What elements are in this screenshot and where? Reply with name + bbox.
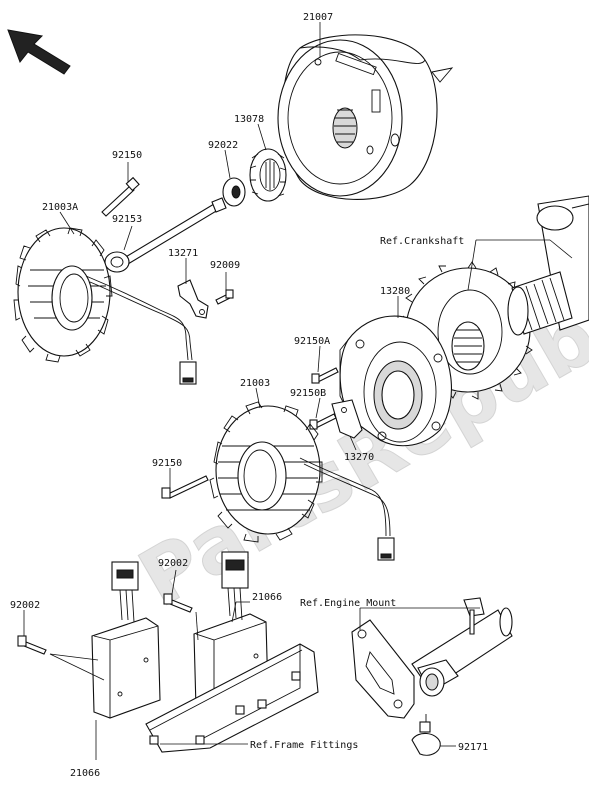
callout-21066-top: 21066	[252, 592, 282, 603]
flywheel-rotor	[277, 34, 454, 200]
callout-21003A: 21003A	[42, 202, 78, 213]
engine-mount-bracket	[351, 619, 415, 719]
callout-13280: 13280	[380, 286, 410, 297]
stator-21003A	[13, 227, 113, 363]
regulator-left	[91, 561, 161, 719]
stator-21003-wire	[299, 457, 395, 561]
bolt-92009	[215, 289, 234, 305]
callout-92002-mid: 92002	[158, 558, 188, 569]
callout-13078: 13078	[234, 114, 264, 125]
callout-92171: 92171	[458, 742, 488, 753]
bolt-92002-mid	[163, 593, 193, 613]
callout-92150B: 92150B	[290, 388, 326, 399]
callout-21007: 21007	[303, 12, 333, 23]
hose-clamp-92171	[411, 714, 441, 756]
stator-21003	[209, 401, 323, 543]
callout-92150-top: 92150	[112, 150, 142, 161]
callout-92002-left: 92002	[10, 600, 40, 611]
bolt-92150-mid	[161, 475, 209, 499]
crankcase-cover-13280	[339, 315, 452, 447]
rotor-hub	[332, 107, 358, 149]
mount-bushing	[417, 659, 459, 697]
callout-92150A: 92150A	[294, 336, 330, 347]
long-bolt	[104, 197, 227, 273]
callout-ref-frame-fittings: Ref.Frame Fittings	[250, 740, 358, 751]
callout-21066-bottom: 21066	[70, 768, 100, 779]
callout-92009: 92009	[210, 260, 240, 271]
bolt-92150-top	[101, 176, 140, 217]
bolt-92150A	[311, 367, 339, 384]
pickup-bracket	[177, 279, 209, 319]
sensor-plate-13270	[331, 399, 363, 439]
callout-13270: 13270	[344, 452, 374, 463]
callout-92150-mid: 92150	[152, 458, 182, 469]
callout-21003: 21003	[240, 378, 270, 389]
callout-92022: 92022	[208, 140, 238, 151]
arrow-up-left-icon	[7, 29, 71, 75]
washer	[222, 177, 246, 207]
regulator-bracket	[145, 643, 319, 753]
stator-21003A-wire	[85, 275, 197, 385]
callout-13271: 13271	[168, 248, 198, 259]
callout-92153: 92153	[112, 214, 142, 225]
starter-clutch-gear	[249, 148, 287, 202]
callout-ref-crankshaft: Ref.Crankshaft	[380, 236, 464, 247]
bolt-92002-left	[17, 635, 47, 655]
callout-ref-engine-mount: Ref.Engine Mount	[300, 598, 396, 609]
